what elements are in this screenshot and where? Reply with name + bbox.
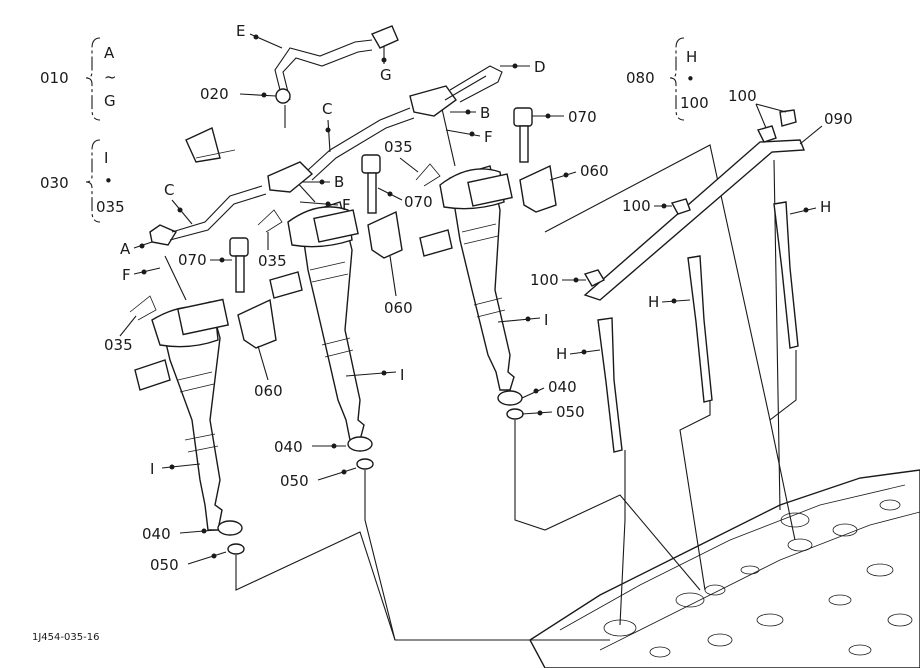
callout-070-c: 070 xyxy=(568,108,597,126)
callout-040-b: 040 xyxy=(274,438,303,456)
group-030-top: I xyxy=(104,149,108,167)
callout-035-a: 035 xyxy=(104,336,133,354)
callout-B-1: B xyxy=(480,104,490,122)
callout-H-3: H xyxy=(556,345,567,363)
callout-070-a: 070 xyxy=(178,251,207,269)
callout-E: E xyxy=(236,22,245,40)
injector-3 xyxy=(419,99,515,391)
callout-F-2: F xyxy=(342,196,351,214)
washers-and-rings xyxy=(217,390,524,555)
callout-100-c: 100 xyxy=(530,271,559,289)
callout-I-2: I xyxy=(400,366,404,384)
glow-plug-lead xyxy=(583,109,806,301)
callout-H-1: H xyxy=(820,198,831,216)
callout-F-1: F xyxy=(484,128,493,146)
group-080-bracket: 080 H • 100 xyxy=(626,37,709,121)
group-010-top: A xyxy=(104,44,115,62)
callout-020: 020 xyxy=(200,85,229,103)
group-080-bottom: 100 xyxy=(680,94,709,112)
assembly-lines xyxy=(235,144,797,641)
callout-060-c: 060 xyxy=(580,162,609,180)
fuel-return-pipes xyxy=(149,25,503,246)
group-030-code: 030 xyxy=(40,174,69,192)
group-010-bottom: G xyxy=(104,92,116,110)
callout-060-a: 060 xyxy=(254,382,283,400)
callout-H-2: H xyxy=(648,293,659,311)
bolts xyxy=(229,107,533,293)
group-010-code: 010 xyxy=(40,69,69,87)
callout-D: D xyxy=(534,58,546,76)
group-030-mid: • xyxy=(104,172,113,190)
callout-100-a: 100 xyxy=(728,87,757,105)
cylinder-head xyxy=(529,469,920,668)
callout-C-1: C xyxy=(322,100,332,118)
callout-I-3: I xyxy=(544,311,548,329)
callout-100-b: 100 xyxy=(622,197,651,215)
callout-050-b: 050 xyxy=(280,472,309,490)
callout-040-a: 040 xyxy=(142,525,171,543)
callout-035-c: 035 xyxy=(384,138,413,156)
injector-2 xyxy=(269,179,365,441)
callout-B-2: B xyxy=(334,173,344,191)
figure-code: 1J454-035-16 xyxy=(32,632,99,643)
callout-C-2: C xyxy=(164,181,174,199)
group-080-top: H xyxy=(686,48,697,66)
group-030-bracket: 030 I • 035 xyxy=(40,139,125,223)
callout-035-b: 035 xyxy=(258,252,287,270)
callout-060-b: 060 xyxy=(384,299,413,317)
group-080-mid: • xyxy=(686,70,695,88)
callout-050-c: 050 xyxy=(556,403,585,421)
nozzle-holder-clamps xyxy=(237,164,557,349)
clips-035 xyxy=(129,163,441,321)
group-030-bottom: 035 xyxy=(96,198,125,216)
group-010-mid: ~ xyxy=(104,68,117,86)
callout-070-b: 070 xyxy=(404,193,433,211)
callout-I-1: I xyxy=(150,460,154,478)
callout-090: 090 xyxy=(824,110,853,128)
callouts: E G D 020 C C B F B F A F 070 070 070 03… xyxy=(104,22,853,574)
callout-050-a: 050 xyxy=(150,556,179,574)
group-010-bracket: 010 A ~ G xyxy=(40,37,117,121)
group-080-code: 080 xyxy=(626,69,655,87)
callout-040-c: 040 xyxy=(548,378,577,396)
injector-1 xyxy=(134,255,230,531)
callout-A: A xyxy=(120,240,131,258)
callout-G: G xyxy=(380,66,392,84)
glow-plugs xyxy=(597,201,799,453)
callout-F-3: F xyxy=(122,266,131,284)
return-pipe-bracket xyxy=(185,127,236,163)
